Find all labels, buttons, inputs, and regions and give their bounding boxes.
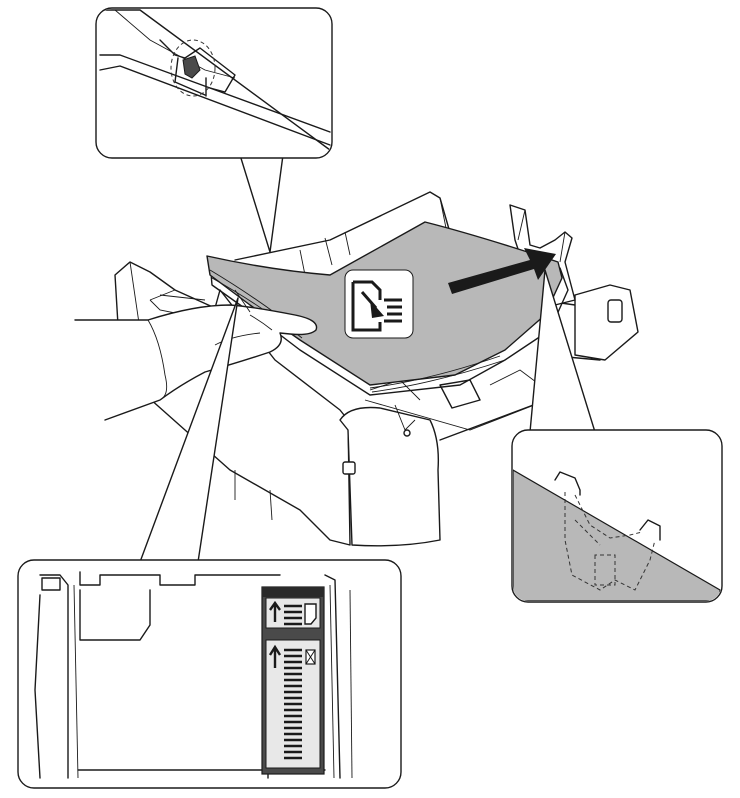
top-callout-pointer [239,154,284,253]
top-callout-frame [95,7,333,159]
guide-lock-icon [170,39,216,97]
right-callout [511,269,723,603]
tray-front-handle [339,406,441,547]
paper-load-side-icon [344,269,414,339]
paper-level-gauge [261,586,325,775]
push-arrow-icon [448,248,556,294]
envelope-limit-indicator-icon [265,639,321,769]
top-callout [95,7,333,253]
bottom-left-callout [17,297,402,789]
paper-limit-indicator-icon [265,597,321,629]
